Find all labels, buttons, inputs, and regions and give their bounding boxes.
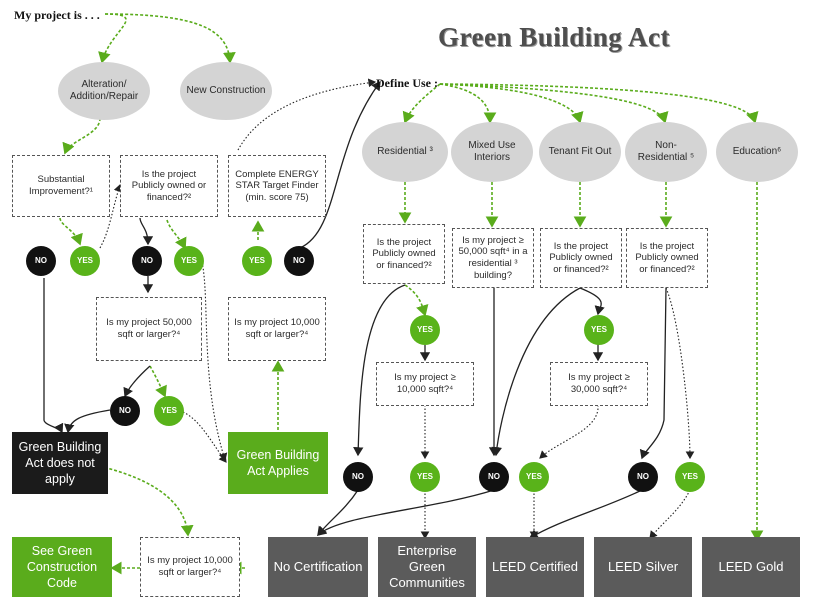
answer-no-size-50000: NO: [110, 396, 140, 426]
use-tenant-fit-out: Tenant Fit Out: [539, 122, 621, 182]
answer-yes-res-10000: YES: [410, 462, 440, 492]
question-public-owned-residential: Is the project Publicly owned or finance…: [363, 224, 445, 284]
page-title: Green Building Act: [438, 22, 671, 52]
use-residential: Residential ³: [362, 122, 448, 182]
question-res-10000: Is my project ≥ 10,000 sqft?⁴: [376, 362, 474, 406]
new-construction-ellipse: New Construction: [180, 62, 272, 120]
answer-yes-public: YES: [174, 246, 204, 276]
answer-no-nonresidential: NO: [628, 462, 658, 492]
question-public-owned-nonresidential: Is the project Publicly owned or finance…: [626, 228, 708, 288]
start-label: My project is . . .: [14, 8, 100, 22]
question-size-50000: Is my project 50,000 sqft or larger?⁴: [96, 297, 202, 361]
question-public-owned-tenant: Is the project Publicly owned or finance…: [540, 228, 622, 288]
answer-yes-public-tenant: YES: [584, 315, 614, 345]
answer-yes-nonresidential: YES: [675, 462, 705, 492]
question-mixed-50000: Is my project ≥ 50,000 sqft⁴ in a reside…: [452, 228, 534, 288]
alteration-ellipse: Alteration/ Addition/Repair: [58, 62, 150, 120]
use-non-residential: Non-Residential ⁵: [625, 122, 707, 182]
outcome-leed-silver: LEED Silver: [594, 537, 692, 597]
answer-no-energy: NO: [284, 246, 314, 276]
outcome-enterprise-green: Enterprise Green Communities: [378, 537, 476, 597]
answer-yes-public-residential: YES: [410, 315, 440, 345]
use-mixed-use: Mixed Use Interiors: [451, 122, 533, 182]
question-substantial: Substantial Improvement?¹: [12, 155, 110, 217]
answer-no-public: NO: [132, 246, 162, 276]
outcome-leed-certified: LEED Certified: [486, 537, 584, 597]
question-public-owned: Is the project Publicly owned or finance…: [120, 155, 218, 217]
answer-no-substantial: NO: [26, 246, 56, 276]
outcome-no-certification: No Certification: [268, 537, 368, 597]
answer-yes-energy: YES: [242, 246, 272, 276]
outcome-leed-gold: LEED Gold: [702, 537, 800, 597]
question-energy-star: Complete ENERGY STAR Target Finder (min.…: [228, 155, 326, 217]
question-tenant-30000: Is my project ≥ 30,000 sqft?⁴: [550, 362, 648, 406]
answer-yes-tenant-30000: YES: [519, 462, 549, 492]
outcome-see-green-code: See Green Construction Code: [12, 537, 112, 597]
question-bottom-10000: Is my project 10,000 sqft or larger?⁴: [140, 537, 240, 597]
answer-yes-size-50000: YES: [154, 396, 184, 426]
answer-no-res-10000: NO: [343, 462, 373, 492]
define-use-label: Define Use :: [376, 76, 438, 90]
outcome-does-not-apply: Green Building Act does not apply: [12, 432, 108, 494]
answer-yes-substantial: YES: [70, 246, 100, 276]
question-size-10000-new: Is my project 10,000 sqft or larger?⁴: [228, 297, 326, 361]
answer-no-mixed: NO: [479, 462, 509, 492]
use-education: Education⁶: [716, 122, 798, 182]
outcome-applies: Green Building Act Applies: [228, 432, 328, 494]
